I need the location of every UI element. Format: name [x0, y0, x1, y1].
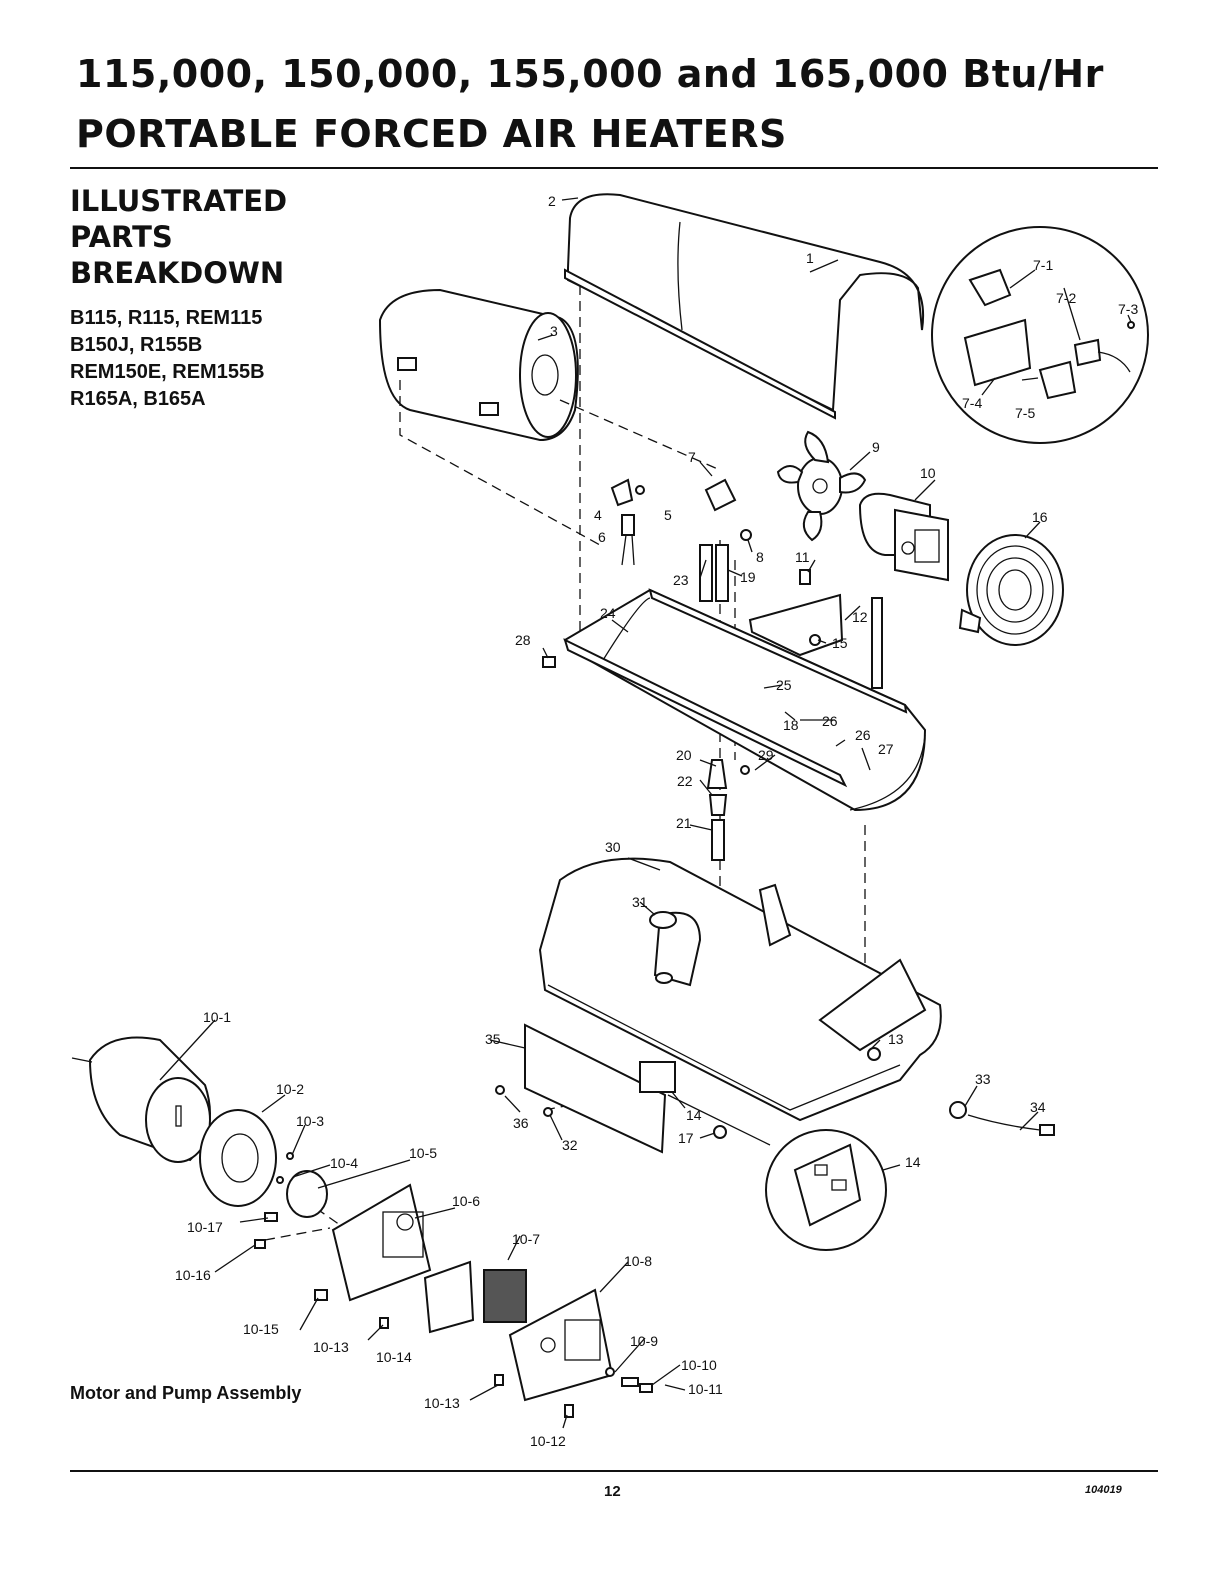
callout: 17: [678, 1130, 694, 1146]
callout: 8: [756, 549, 764, 565]
callout: 10-7: [512, 1231, 540, 1247]
fuel-tank-part: [538, 857, 942, 1122]
callout: 23: [673, 572, 689, 588]
callout-leaders: [159, 197, 1132, 1429]
detail-view-circuit-board: [667, 1094, 887, 1251]
callout: 10-8: [624, 1253, 652, 1269]
callout: 29: [758, 747, 774, 763]
callout: 14: [686, 1107, 702, 1123]
callout: 36: [513, 1115, 529, 1131]
callout: 19: [740, 569, 756, 585]
callout: 10-5: [409, 1145, 437, 1161]
callout: 28: [515, 632, 531, 648]
callout: 35: [485, 1031, 501, 1047]
callout: 31: [632, 894, 648, 910]
section-heading-line1: ILLUSTRATED: [70, 184, 288, 218]
callout: 10-14: [376, 1349, 412, 1365]
callout: 10-2: [276, 1081, 304, 1097]
callout: 15: [832, 635, 848, 651]
callout: 21: [676, 815, 692, 831]
callout: 5: [664, 507, 672, 523]
callout: 27: [878, 741, 894, 757]
callout: 10-15: [243, 1321, 279, 1337]
motor-pump-assembly-parts: [71, 1036, 653, 1418]
callout: 18: [783, 717, 799, 733]
model-line: REM150E, REM155B: [70, 361, 265, 383]
callout: 25: [776, 677, 792, 693]
combustion-chamber-part: [378, 288, 579, 442]
callout: 10-10: [681, 1357, 717, 1373]
callout: 22: [677, 773, 693, 789]
callout: 12: [852, 609, 868, 625]
callout: 32: [562, 1137, 578, 1153]
callout: 1: [806, 250, 814, 266]
callout: 6: [598, 529, 606, 545]
callout: 10: [920, 465, 936, 481]
callout: 33: [975, 1071, 991, 1087]
callout: 10-16: [175, 1267, 211, 1283]
page-number: 12: [604, 1483, 621, 1500]
callout: 10-12: [530, 1433, 566, 1449]
lower-shell-part: [563, 588, 927, 812]
assembly-caption: Motor and Pump Assembly: [70, 1383, 302, 1403]
callout: 26: [822, 713, 838, 729]
header-rule: [70, 167, 1158, 169]
footer-rule: [70, 1470, 1158, 1472]
callout: 9: [872, 439, 880, 455]
upper-shell-part: [564, 193, 925, 420]
callout: 7: [688, 449, 696, 465]
callout-labels: 2 1 3 7 9 10 4 5 6 16 8 11 23 19 12 24 1…: [175, 193, 1138, 1449]
side-panel-part: [495, 1023, 1055, 1154]
callout: 10-11: [688, 1381, 723, 1397]
callout: 10-3: [296, 1113, 324, 1129]
section-heading-line2: PARTS: [70, 220, 173, 254]
model-list: B115, R115, REM115 B150J, R155B REM150E,…: [70, 305, 265, 413]
model-line: B115, R115, REM115: [70, 307, 263, 329]
callout: 10-13: [313, 1339, 349, 1355]
page-title-line1: 115,000, 150,000, 155,000 and 165,000 Bt…: [76, 52, 1104, 96]
callout: 30: [605, 839, 621, 855]
section-heading-line3: BREAKDOWN: [70, 256, 285, 290]
callout: 24: [600, 605, 616, 621]
callout: 16: [1032, 509, 1048, 525]
callout: 11: [795, 549, 810, 565]
callout: 10-4: [330, 1155, 358, 1171]
callout: 20: [676, 747, 692, 763]
callout: 10-1: [203, 1009, 231, 1025]
callout: 7-2: [1056, 290, 1076, 306]
callout: 26: [855, 727, 871, 743]
callout: 13: [888, 1031, 904, 1047]
callout: 7-4: [962, 395, 982, 411]
callout: 2: [548, 193, 556, 209]
fan-guard-part: [958, 534, 1064, 646]
page-title-line2: PORTABLE FORCED AIR HEATERS: [76, 112, 787, 156]
callout: 4: [594, 507, 602, 523]
callout: 7-1: [1033, 257, 1053, 273]
model-line: R165A, B165A: [70, 388, 206, 410]
callout: 10-13: [424, 1395, 460, 1411]
callout: 3: [550, 323, 558, 339]
callout: 14: [905, 1154, 921, 1170]
fan-blade-part: [776, 430, 867, 542]
callout: 10-9: [630, 1333, 658, 1349]
motor-part: [858, 492, 949, 582]
callout: 7-5: [1015, 405, 1035, 421]
callout: 34: [1030, 1099, 1046, 1115]
document-number: 104019: [1085, 1484, 1122, 1496]
callout: 10-17: [187, 1219, 223, 1235]
model-line: B150J, R155B: [70, 334, 203, 356]
callout: 7-3: [1118, 301, 1138, 317]
callout: 10-6: [452, 1193, 480, 1209]
